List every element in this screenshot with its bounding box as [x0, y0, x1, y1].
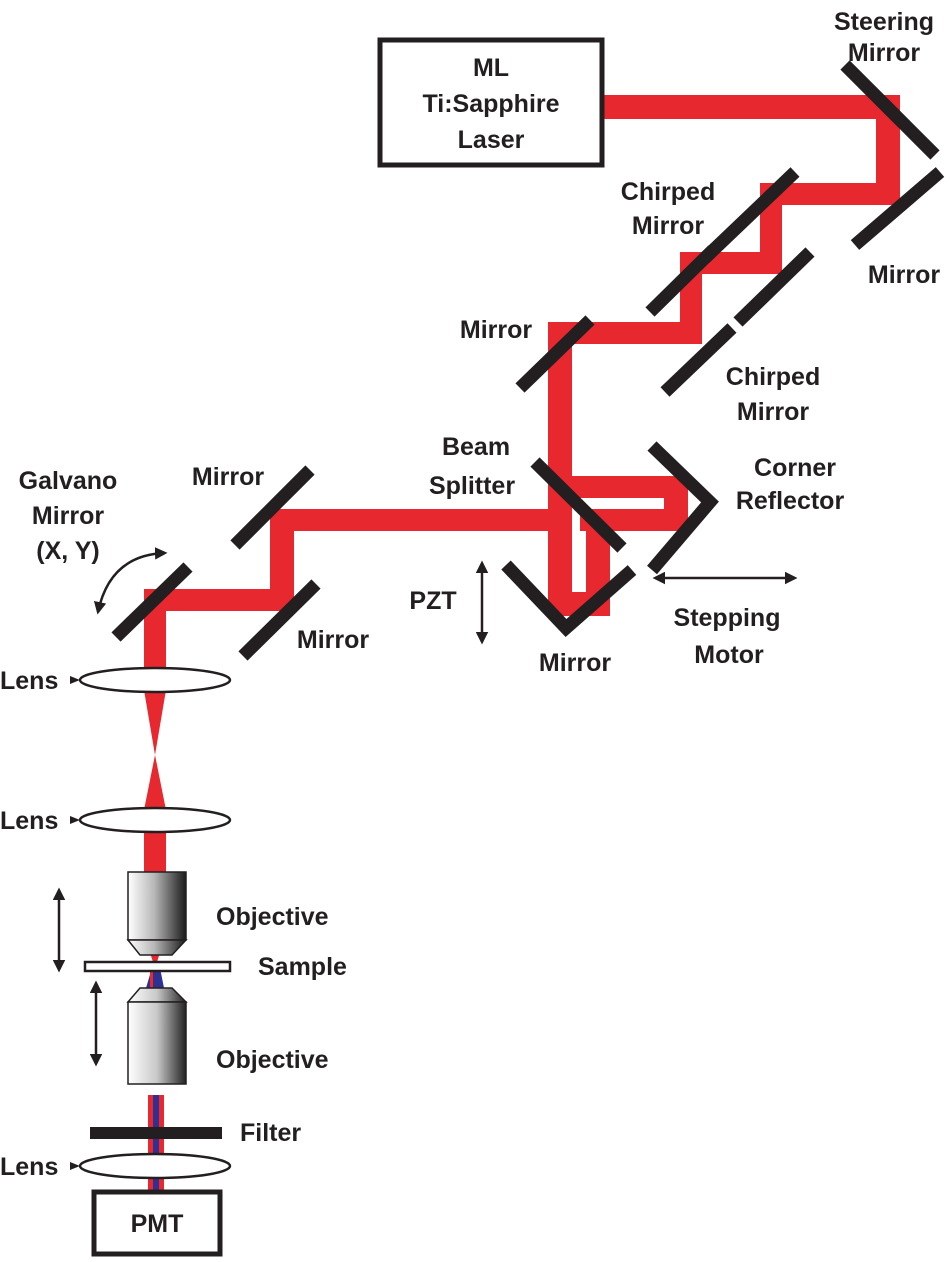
lens-2-label: Lens — [0, 807, 58, 835]
beam-red-trace — [150, 968, 153, 988]
chirped-mirror-1-label-1: Chirped — [621, 178, 715, 206]
objective-1 — [126, 871, 188, 956]
pzt-label: PZT — [409, 587, 456, 615]
lens-3-pointer — [70, 1162, 80, 1170]
mirror-right — [850, 167, 945, 250]
beam-focus-bottom — [144, 755, 166, 810]
beam-blue-to-pmt — [153, 1095, 159, 1190]
chirped-mirror-1a — [700, 167, 800, 263]
mirror-roof-label: Mirror — [539, 649, 612, 677]
chirped-mirror-2b — [660, 323, 737, 397]
lens-3-label: Lens — [0, 1153, 58, 1181]
mirror-top-left — [230, 465, 315, 550]
steering-mirror-label-1: Steering — [834, 8, 934, 36]
mirror-mid — [515, 315, 595, 393]
corner-reflector-label-1: Corner — [754, 454, 836, 482]
galvano-mirror-label-2: Mirror — [32, 502, 105, 530]
beam-segment-to-left-mirror — [270, 509, 570, 531]
laser-box — [377, 37, 605, 168]
mirror-right-label: Mirror — [868, 261, 941, 289]
beam-segment-to-galvano — [144, 589, 294, 611]
lens-1-pointer — [70, 676, 80, 684]
roof-mirror — [501, 560, 637, 638]
lens-1 — [78, 666, 232, 694]
laser-label-2: Ti:Sapphire — [422, 90, 559, 118]
beam-gap — [572, 540, 586, 592]
beam-segment-to-corner — [548, 476, 688, 498]
corner-reflector — [647, 441, 719, 575]
steering-mirror — [840, 60, 940, 160]
stepping-motor-label-1: Stepping — [674, 604, 781, 632]
chirped-mirror-1-label-2: Mirror — [632, 212, 705, 240]
chirped-mirror-2-label-1: Chirped — [726, 363, 820, 391]
galvano-curved-double-arrow-icon — [93, 547, 168, 615]
chirped-mirror-2-label-2: Mirror — [737, 398, 810, 426]
laser-label-3: Laser — [458, 126, 525, 154]
steering-mirror-label-2: Mirror — [848, 39, 921, 67]
objective-1-label: Objective — [216, 903, 329, 931]
mirror-top-left-label: Mirror — [192, 463, 265, 491]
galvano-mirror-label-1: Galvano — [19, 467, 118, 495]
chirped-mirror-1b — [645, 245, 718, 317]
mirror-mid-label: Mirror — [460, 316, 533, 344]
beam-segment-laser-out — [600, 95, 890, 119]
lens-2-pointer — [70, 816, 80, 824]
beam-focus-top — [144, 690, 166, 755]
objective-2-label: Objective — [216, 1046, 329, 1074]
beam-segment-to-objective — [144, 830, 166, 875]
sample-slide — [83, 960, 232, 973]
filter-label: Filter — [240, 1119, 301, 1147]
pmt-box — [91, 1189, 223, 1257]
corner-reflector-label-2: Reflector — [736, 487, 845, 515]
pmt-label: PMT — [131, 1210, 184, 1238]
beam-segment-chirped-2 — [700, 252, 782, 274]
galvano-mirror-label-3: (X, Y) — [36, 537, 99, 565]
mirror-lower-left-label: Mirror — [297, 626, 370, 654]
laser-label-1: ML — [473, 54, 509, 82]
lens-2 — [78, 806, 232, 834]
sample-label: Sample — [258, 953, 347, 981]
chirped-mirror-2a — [733, 247, 815, 327]
filter-bar — [90, 1127, 222, 1139]
stepping-motor-label-2: Motor — [694, 641, 764, 669]
beam-splitter-label-1: Beam — [442, 433, 510, 461]
beam-splitter-label-2: Splitter — [429, 472, 515, 500]
objective-2 — [126, 987, 188, 1085]
lens-1-label: Lens — [0, 667, 58, 695]
mirror-lower-left — [238, 579, 321, 661]
beam-segment-to-chirped — [760, 183, 900, 205]
beam-splitter — [530, 457, 627, 553]
lens-3 — [78, 1152, 232, 1180]
